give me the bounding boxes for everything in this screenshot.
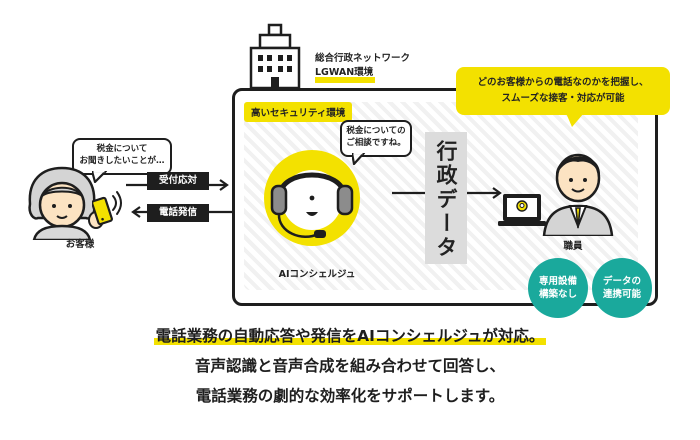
network-title: 総合行政ネットワーク LGWAN環境	[315, 52, 410, 83]
data-integration-badge: データの連携可能	[592, 258, 652, 318]
badge2-line1: データの	[602, 276, 641, 287]
incoming-call-label: 受付応対	[147, 172, 209, 190]
smartphone-icon	[92, 196, 113, 226]
staff-benefit-line1: どのお客様からの電話なのかを把握し、	[477, 77, 649, 88]
government-building-icon	[249, 23, 301, 90]
badge1-line2: 構築なし	[538, 289, 577, 300]
customer-speech-line1: 税金について	[96, 144, 148, 154]
bubble-tail	[92, 171, 108, 183]
customer-label: お客様	[65, 239, 95, 250]
staff-benefit-line2: スムーズな接客・対応が可能	[501, 93, 625, 104]
ai-concierge-icon	[264, 150, 360, 246]
customer-avatar-icon	[28, 166, 104, 240]
description-line3: 電話業務の劇的な効率化をサポートします。	[195, 387, 505, 405]
bubble-tail	[566, 113, 584, 127]
call-waves-icon	[112, 191, 122, 215]
data-to-staff-arrow	[467, 187, 502, 199]
concierge-speech-line2: ご相談ですね。	[346, 138, 406, 148]
administrative-data-label: 行政データ	[434, 140, 458, 260]
laptop-icon	[498, 194, 546, 226]
staff-label: 職員	[563, 241, 583, 252]
badge1-line1: 専用設備	[538, 276, 577, 287]
bubble-tail	[352, 153, 366, 165]
concierge-speech-line1: 税金についての	[346, 126, 406, 136]
description-line2-row: 音声認識と音声合成を組み合わせて回答し、	[0, 354, 700, 376]
concierge-label: AIコンシェルジュ	[278, 269, 356, 280]
concierge-to-data-line	[392, 191, 426, 195]
description-line1-row: 電話業務の自動応答や発信をAIコンシェルジュが対応。	[0, 324, 700, 346]
no-dedicated-equipment-badge: 専用設備構築なし	[528, 258, 588, 318]
security-label: 高いセキュリティ環境	[244, 102, 353, 122]
description-line2: 音声認識と音声合成を組み合わせて回答し、	[194, 357, 505, 375]
description-line1: 電話業務の自動応答や発信をAIコンシェルジュが対応。	[153, 327, 547, 345]
network-title-line1: 総合行政ネットワーク	[315, 53, 411, 64]
customer-speech-line2: お聞きしたいことが…	[79, 156, 165, 166]
outgoing-call-label: 電話発信	[147, 204, 209, 222]
description-line3-row: 電話業務の劇的な効率化をサポートします。	[0, 384, 700, 406]
administrative-data-box	[425, 132, 467, 264]
staff-avatar-icon	[542, 153, 614, 236]
concierge-speech-bubble: 税金についての ご相談ですね。	[340, 120, 412, 157]
staff-benefit-bubble: どのお客様からの電話なのかを把握し、 スムーズな接客・対応が可能	[456, 67, 670, 115]
customer-speech-bubble: 税金について お聞きしたいことが…	[72, 138, 172, 175]
badge2-line2: 連携可能	[602, 289, 641, 300]
network-title-line2: LGWAN環境	[315, 68, 376, 83]
